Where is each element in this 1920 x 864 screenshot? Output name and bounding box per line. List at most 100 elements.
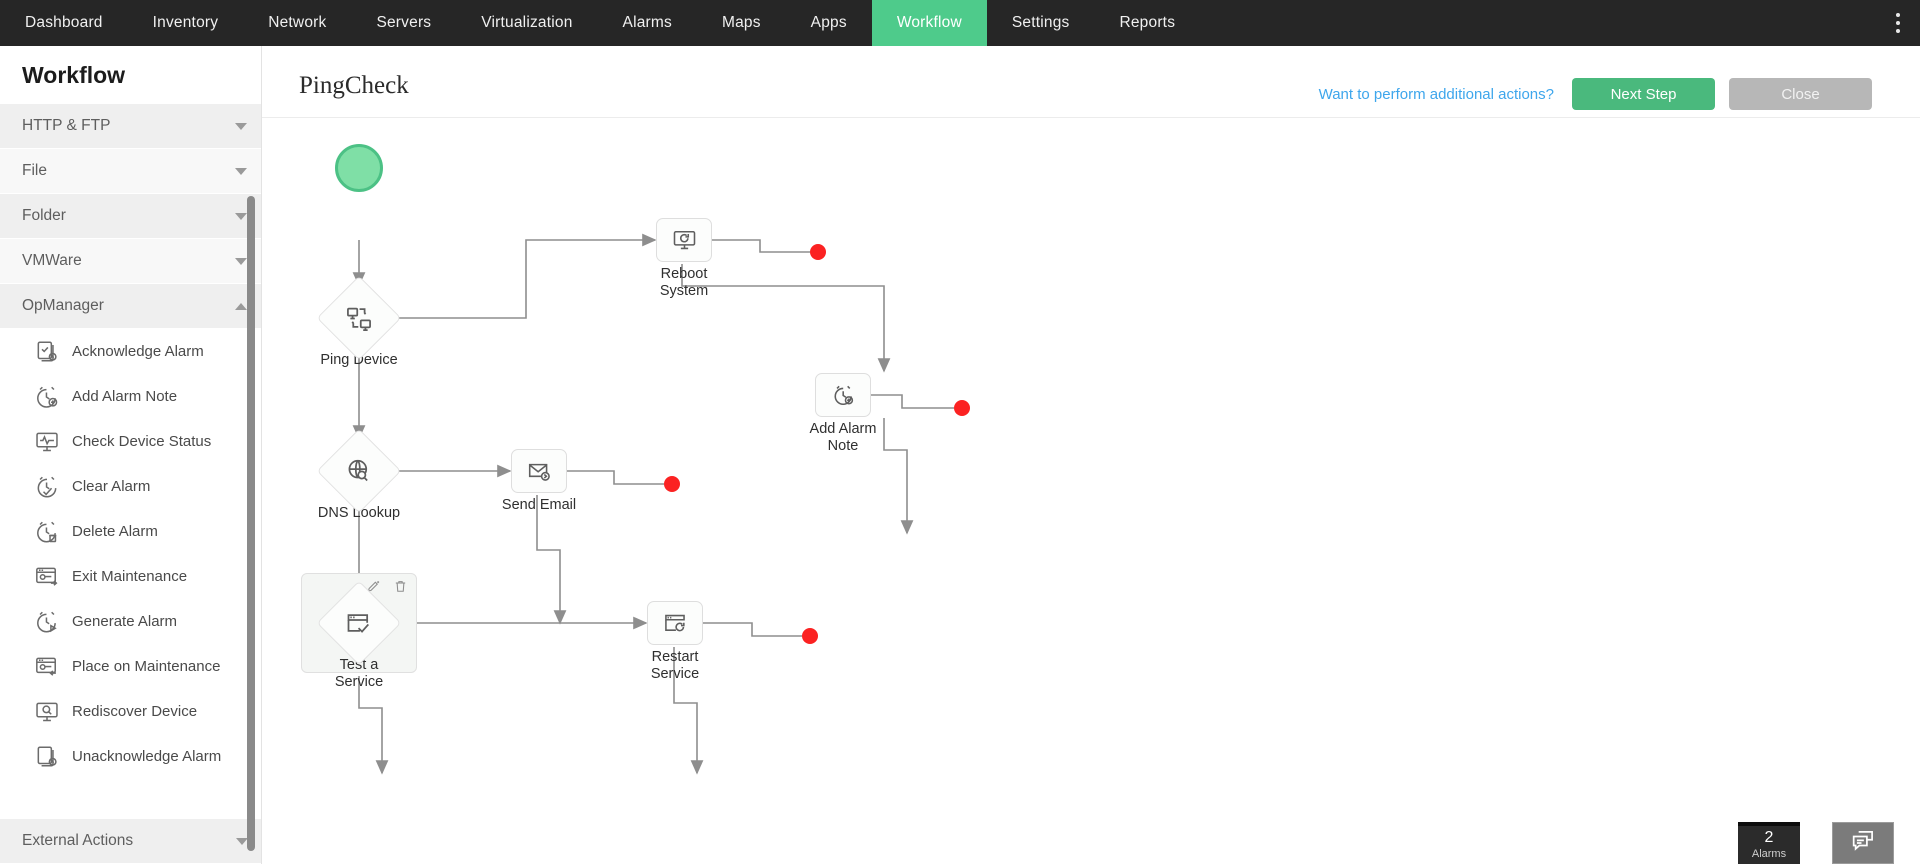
node-ping-device[interactable]: Ping Device <box>316 275 402 369</box>
delete-alarm-icon <box>34 519 60 545</box>
reboot-system-icon <box>672 228 697 253</box>
chevron-down-icon <box>235 122 247 130</box>
workflow-connectors <box>352 233 954 775</box>
clear-alarm-icon <box>34 474 60 500</box>
node-send-email[interactable]: Send Email <box>502 449 582 514</box>
edit-node-icon[interactable] <box>366 579 381 594</box>
chevron-down-icon <box>235 212 247 220</box>
sidebar-section-folder[interactable]: Folder <box>0 194 261 239</box>
sidebar-item-label: Place on Maintenance <box>72 657 221 675</box>
sidebar-item-exit-maintenance[interactable]: Exit Maintenance <box>0 554 261 599</box>
ping-device-shape[interactable] <box>316 275 402 361</box>
sidebar-section-external-actions[interactable]: External Actions <box>0 819 261 864</box>
sidebar-section-file[interactable]: File <box>0 149 261 194</box>
send-email-shape[interactable] <box>511 449 567 493</box>
sidebar-item-delete-alarm[interactable]: Delete Alarm <box>0 509 261 554</box>
nav-item-apps[interactable]: Apps <box>810 14 847 31</box>
node-restart-service[interactable]: Restart Service <box>647 601 718 682</box>
sidebar: Workflow HTTP & FTP File Folder VMWare O… <box>0 46 262 864</box>
sidebar-section-label: External Actions <box>22 832 134 849</box>
nav-item-settings[interactable]: Settings <box>1011 14 1070 31</box>
sidebar-section-label: HTTP & FTP <box>22 117 111 134</box>
start-node[interactable] <box>335 144 383 192</box>
end-dot-reboot[interactable] <box>810 244 826 260</box>
test-service-shape[interactable] <box>316 580 402 666</box>
sidebar-scrollbar[interactable] <box>247 196 255 851</box>
sidebar-item-label: Add Alarm Note <box>72 387 178 405</box>
sidebar-section-label: VMWare <box>22 252 82 269</box>
sidebar-item-label: Rediscover Device <box>72 702 198 720</box>
sidebar-item-check-device-status[interactable]: Check Device Status <box>0 419 261 464</box>
chevron-down-icon <box>235 167 247 175</box>
nav-item-virtualization[interactable]: Virtualization <box>481 14 573 31</box>
chevron-down-icon <box>235 257 247 265</box>
nav-item-reports[interactable]: Reports <box>1119 14 1176 31</box>
sidebar-item-label: Delete Alarm <box>72 522 158 540</box>
sidebar-item-add-alarm-note[interactable]: Add Alarm Note <box>0 374 261 419</box>
sidebar-item-label: Clear Alarm <box>72 477 151 495</box>
node-toolbar <box>366 579 408 594</box>
top-navigation-bar: Dashboard Inventory Network Servers Virt… <box>0 0 1920 46</box>
node-dns-lookup[interactable]: DNS Lookup <box>316 428 402 522</box>
dns-lookup-icon <box>345 457 373 485</box>
nav-item-inventory[interactable]: Inventory <box>152 14 219 31</box>
chevron-up-icon <box>235 302 247 310</box>
add-alarm-note-icon <box>34 384 60 410</box>
start-node-circle[interactable] <box>335 144 383 192</box>
delete-node-icon[interactable] <box>393 579 408 594</box>
sidebar-item-label: Acknowledge Alarm <box>72 342 204 360</box>
nav-item-alarms[interactable]: Alarms <box>622 14 672 31</box>
end-dot-restart[interactable] <box>802 628 818 644</box>
main-content: PingCheck Want to perform additional act… <box>262 46 1920 864</box>
end-dot-email[interactable] <box>664 476 680 492</box>
nav-item-workflow[interactable]: Workflow <box>871 0 987 46</box>
rediscover-device-icon <box>34 699 60 725</box>
sidebar-item-generate-alarm[interactable]: Generate Alarm <box>0 599 261 644</box>
sidebar-section-label: OpManager <box>22 297 104 314</box>
sidebar-section-vmware[interactable]: VMWare <box>0 239 261 284</box>
sidebar-section-label: Folder <box>22 207 66 224</box>
chat-widget[interactable] <box>1832 822 1894 864</box>
add-alarm-note-icon <box>831 383 856 408</box>
nav-item-dashboard[interactable]: Dashboard <box>25 14 103 31</box>
node-reboot-system[interactable]: Reboot System <box>656 218 727 299</box>
next-step-button[interactable]: Next Step <box>1572 78 1715 110</box>
content-header: PingCheck Want to perform additional act… <box>262 46 1920 118</box>
generate-alarm-icon <box>34 609 60 635</box>
send-email-icon <box>527 459 552 484</box>
kebab-menu-icon[interactable] <box>1876 0 1920 46</box>
sidebar-section-label: File <box>22 162 47 179</box>
sidebar-item-label: Check Device Status <box>72 432 212 450</box>
place-on-maintenance-icon <box>34 654 60 680</box>
chevron-down-icon <box>236 837 248 845</box>
alarm-badge[interactable]: 2 Alarms <box>1738 822 1800 864</box>
node-test-a-service[interactable]: Test a Service <box>316 580 402 690</box>
sidebar-section-http-ftp[interactable]: HTTP & FTP <box>0 104 261 149</box>
end-dot-alarm[interactable] <box>954 400 970 416</box>
sidebar-item-unacknowledge-alarm[interactable]: Unacknowledge Alarm <box>0 734 261 779</box>
chat-bubbles-icon <box>1850 828 1876 859</box>
reboot-system-shape[interactable] <box>656 218 712 262</box>
sidebar-section-opmanager[interactable]: OpManager <box>0 284 261 329</box>
sidebar-item-rediscover-device[interactable]: Rediscover Device <box>0 689 261 734</box>
additional-actions-link[interactable]: Want to perform additional actions? <box>1318 85 1554 103</box>
nav-spacer <box>1200 0 1876 46</box>
alarm-caption: Alarms <box>1751 848 1787 860</box>
workflow-canvas[interactable]: Ping Device Reboot System <box>262 118 1920 864</box>
check-device-status-icon <box>34 429 60 455</box>
add-alarm-note-shape[interactable] <box>815 373 871 417</box>
sidebar-item-label: Generate Alarm <box>72 612 178 630</box>
exit-maintenance-icon <box>34 564 60 590</box>
sidebar-item-clear-alarm[interactable]: Clear Alarm <box>0 464 261 509</box>
nav-item-servers[interactable]: Servers <box>376 14 432 31</box>
alarm-count: 2 <box>1764 829 1774 846</box>
nav-item-network[interactable]: Network <box>268 14 327 31</box>
close-button[interactable]: Close <box>1729 78 1872 110</box>
dns-lookup-shape[interactable] <box>316 428 402 514</box>
sidebar-item-acknowledge-alarm[interactable]: Acknowledge Alarm <box>0 329 261 374</box>
node-add-alarm-note[interactable]: Add Alarm Note <box>810 373 886 454</box>
test-service-icon <box>345 609 373 637</box>
restart-service-shape[interactable] <box>647 601 703 645</box>
nav-item-maps[interactable]: Maps <box>721 14 761 31</box>
sidebar-item-place-on-maintenance[interactable]: Place on Maintenance <box>0 644 261 689</box>
